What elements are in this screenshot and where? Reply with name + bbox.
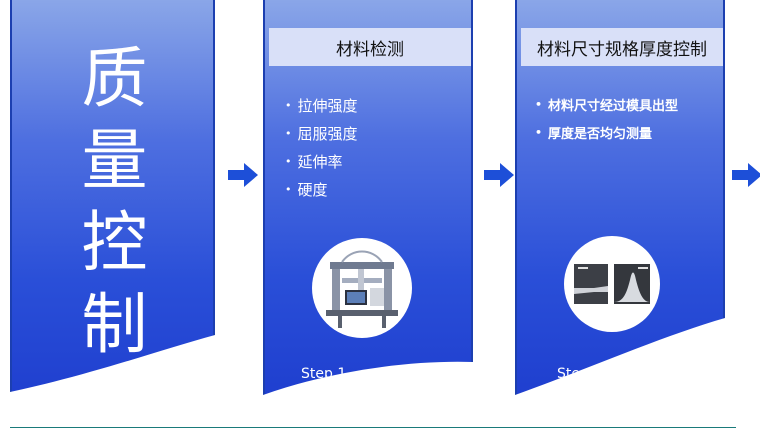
step1-bullet-list: 拉伸强度 屈服强度 延伸率 硬度 (285, 92, 358, 204)
micrograph-photo (564, 236, 660, 332)
list-item: 屈服强度 (285, 120, 358, 148)
footer-divider (10, 427, 736, 428)
step1-heading: 材料检测 (269, 28, 471, 66)
right-arrow-icon (228, 163, 258, 187)
step2-bullet-list: 材料尺寸经过模具出型 厚度是否均匀测量 (535, 92, 678, 148)
right-arrow-icon (484, 163, 514, 187)
testing-machine-image (312, 238, 412, 338)
testing-machine-photo (312, 238, 412, 338)
title-char-3: 控 (81, 204, 148, 281)
quality-control-title: 质 量 控 制 (12, 38, 217, 366)
title-char-4: 制 (81, 286, 148, 363)
list-item: 拉伸强度 (285, 92, 358, 120)
step2-label: Step 2 (557, 366, 603, 382)
list-item: 材料尺寸经过模具出型 (535, 92, 678, 120)
micrograph-image (564, 236, 660, 332)
title-char-1: 质 (81, 40, 148, 117)
step2-heading: 材料尺寸规格厚度控制 (521, 28, 723, 66)
list-item: 硬度 (285, 176, 358, 204)
step2-banner: 材料尺寸规格厚度控制 材料尺寸经过模具出型 厚度是否均匀测量 Step 2 (515, 0, 725, 395)
step1-label: Step 1 (301, 366, 347, 382)
step1-banner: 材料检测 拉伸强度 屈服强度 延伸率 硬度 Step 1 (263, 0, 473, 395)
quality-control-banner: 质 量 控 制 (10, 0, 215, 400)
list-item: 厚度是否均匀测量 (535, 120, 678, 148)
title-char-2: 量 (81, 122, 148, 199)
list-item: 延伸率 (285, 148, 358, 176)
right-arrow-icon (732, 163, 760, 187)
